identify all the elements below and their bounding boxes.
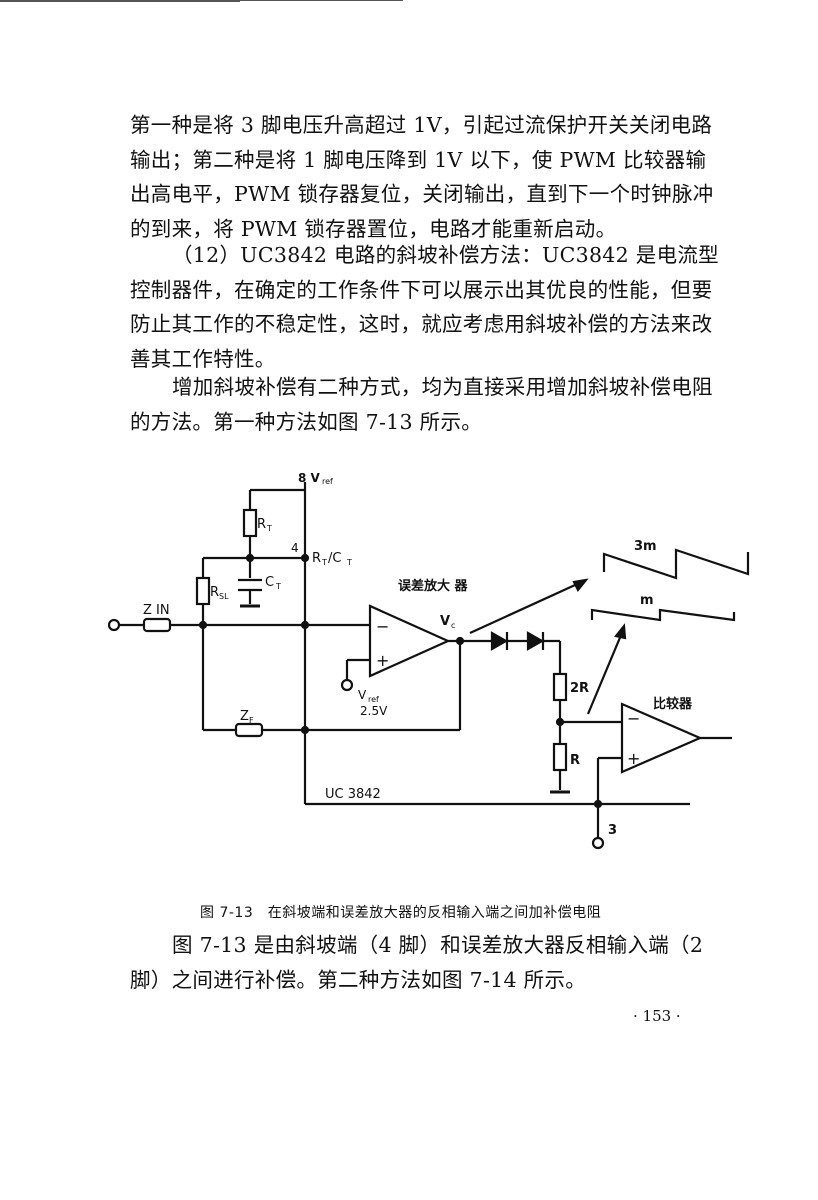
arrow-to-3m [469,578,587,635]
top-rule [0,0,240,2]
comparator [620,702,703,774]
label-comp-minus: − [627,709,640,728]
label-rtct-sub2: T [346,558,352,567]
vref-terminal [340,678,354,692]
label-zf-sub: F [249,716,254,725]
label-wave-3m: 3m [634,539,657,554]
label-rt-sub: T [266,524,272,533]
label-amp-minus: − [376,617,389,636]
impedance-zin [142,617,172,633]
impedance-zf [234,722,264,738]
resistor-rt [242,508,258,538]
label-ct-sub: T [275,582,281,591]
diode-1 [490,631,509,651]
resistor-r [552,742,568,772]
resistor-2r [552,672,568,702]
waveform-m [590,608,736,622]
paragraph-3: 增加斜坡补偿有二种方式，均为直接采用增加斜坡补偿电阻的方法。第一种方法如图 7-… [130,375,713,434]
waveform-3m [602,548,750,580]
page-number: · 153 · [633,1007,681,1025]
pin3-terminal [591,836,605,850]
input-terminal [107,618,121,632]
paragraph-1: 第一种是将 3 脚电压升高超过 1V，引起过流保护开关关闭电路输出；第二种是将 … [130,113,714,241]
label-ct: C [265,575,274,590]
label-pin4: 4 [291,541,299,555]
label-vref-top: 8 V [298,471,321,485]
label-zin: Z IN [143,603,170,618]
label-wave-m: m [640,593,654,608]
label-chip: UC 3842 [325,787,381,802]
circuit-diagram: 8 V ref R T 4 R T /C T C T R SL Z IN 误差放… [107,471,750,850]
label-comparator: 比较器 [653,696,693,712]
label-amp-plus: + [376,651,389,670]
label-rtct-c: /C [328,551,341,566]
label-rt: R [257,517,266,532]
label-comp-plus: + [627,749,640,768]
label-rsl-sub: SL [219,592,229,601]
label-vref-sub: ref [322,477,333,486]
top-rule-2 [238,0,403,1]
resistor-rsl [195,576,211,606]
label-error-amp: 误差放大 器 [398,578,469,594]
circuit-figure: 8 V ref R T 4 R T /C T C T R SL Z IN 误差放… [100,468,760,888]
arrow-from-m [586,627,626,715]
label-zf: Z [240,709,249,724]
paragraph-4: 图 7-13 是由斜坡端（4 脚）和误差放大器反相输入端（2 脚）之间进行补偿。… [130,933,704,992]
label-vref2-sub: ref [368,695,379,704]
diode-2 [526,631,545,651]
error-amplifier [368,604,451,678]
label-vc: V [440,614,450,629]
figure-caption: 图 7-13 在斜坡端和误差放大器的反相输入端之间加补偿电阻 [200,905,602,921]
paragraph-2: （12）UC3842 电路的斜坡补偿方法：UC3842 是电流型控制器件，在确定… [130,243,719,371]
label-r: R [570,753,580,768]
label-rtct: R [312,551,321,566]
label-vref2: V [358,688,367,702]
label-rsl: R [210,585,219,600]
label-rtct-sub1: T [321,558,327,567]
label-vc-sub: c [451,621,455,630]
label-vref2-val: 2.5V [360,704,388,718]
label-pin3: 3 [608,823,617,838]
label-2r: 2R [570,681,589,696]
